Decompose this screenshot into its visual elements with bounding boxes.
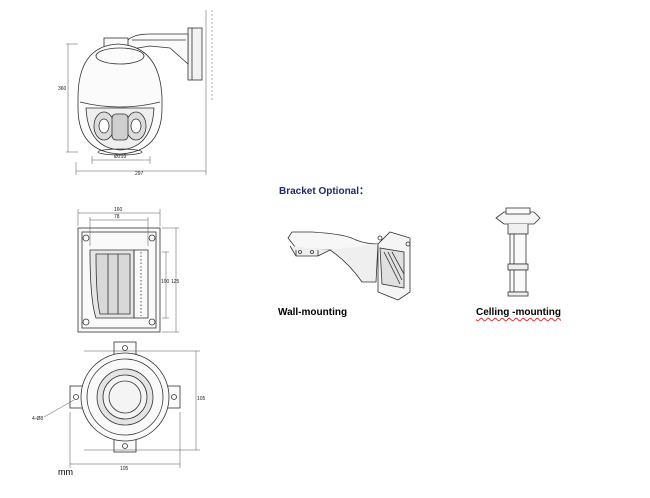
wall-mount-bracket-drawing [287, 231, 411, 301]
ceiling-mounting-label: Celling -mounting [476, 307, 561, 318]
dimension-labels: 360 Ø210 297 160 78 100 125 4-Ø8 105 105 [32, 86, 206, 472]
dim-box-outer-width: 160 [114, 207, 123, 213]
wall-mounting-label: Wall-mounting [278, 307, 348, 318]
dim-holes: 4-Ø8 [32, 416, 43, 422]
box-mount-front-view [77, 227, 161, 333]
ceiling-mounting-label-wrap: Celling -mounting [476, 307, 561, 318]
dim-plate-width: 105 [120, 466, 129, 472]
dim-height: 360 [58, 86, 67, 92]
dim-box-inner-width: 78 [114, 214, 120, 220]
dome-camera-side-view [77, 27, 203, 156]
dim-box-outer-height: 125 [171, 279, 180, 285]
mounting-plate-top-view [69, 341, 181, 453]
dim-box-inner-height: 100 [161, 279, 170, 285]
dim-diameter: Ø210 [114, 154, 126, 160]
ceiling-mount-bracket-drawing [495, 207, 541, 297]
bracket-header: Bracket Optional： [279, 186, 370, 197]
unit-label: mm [58, 467, 73, 477]
dim-width: 297 [135, 171, 144, 177]
dim-plate-height: 105 [197, 396, 206, 402]
